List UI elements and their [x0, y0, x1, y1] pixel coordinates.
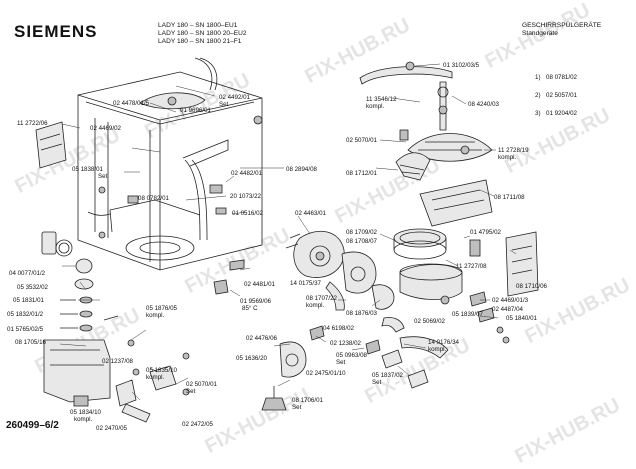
part-number-label: 08 1709/02: [346, 229, 377, 236]
part-number-label: 05 1840/01: [506, 315, 537, 322]
part-number-label: 05 1835/10: [146, 367, 177, 374]
part-number-label: 11 2727/08: [456, 263, 487, 270]
part-number-label: 05 1834/10: [70, 409, 101, 416]
part-number-label: 05 1839/07: [452, 311, 483, 318]
part-number-label: 08 1706/01: [292, 397, 323, 404]
part-number-label: 20 1073/22: [230, 193, 261, 200]
part-number-label: 14 0175/37: [290, 280, 321, 287]
category-subtitle: Standgeräte: [522, 30, 558, 37]
part-number-label: Set: [372, 379, 382, 386]
part-number-label: 08 2894/08: [286, 166, 317, 173]
part-number-label: 05 1832/01/2: [7, 311, 44, 318]
part-number-label: 11 2728/19: [498, 147, 529, 154]
part-number-label: 08 1711/08: [494, 194, 525, 201]
part-number-label: kompl.: [428, 346, 447, 353]
part-number-label: 04 6198/02: [323, 325, 354, 332]
part-number-label: 01 5765/02/5: [7, 326, 44, 333]
part-number-label: 02 5070/01: [186, 381, 217, 388]
part-number-label: 02 1237/08: [102, 358, 133, 365]
part-number-label: 05 1837/02: [372, 372, 403, 379]
part-number-label: 01 3102/03/5: [443, 62, 480, 69]
part-number-label: Set: [219, 101, 229, 108]
part-number-label: 08 0782/01: [138, 195, 169, 202]
part-number-label: Set: [336, 359, 346, 366]
model-line: LADY 180 – SN 1800–EU1: [158, 22, 238, 29]
part-number-label: 08 1710/06: [516, 283, 547, 290]
part-number-label: 08 4240/03: [468, 101, 499, 108]
part-number-label: 08 1712/01: [346, 170, 377, 177]
part-number-label: 02 4476/06: [246, 335, 277, 342]
brand-logo: SIEMENS: [14, 22, 98, 41]
part-number-label: 02 4463/01: [295, 210, 326, 217]
part-number-label: 05 1838/01: [72, 166, 103, 173]
part-number-label: 01 0516/02: [232, 210, 263, 217]
part-number-label: 05 1636/20: [236, 355, 267, 362]
note-part: 08 0781/02: [546, 74, 577, 81]
part-number-label: kompl.: [74, 416, 93, 423]
part-number-label: 02 4481/01: [244, 281, 275, 288]
model-line: LADY 180 – SN 1800 21–F1: [158, 38, 242, 45]
part-number-label: 02 5069/02: [414, 318, 445, 325]
note-label: 1): [535, 74, 541, 81]
model-line: LADY 180 – SN 1800 20–EU2: [158, 30, 247, 37]
document-number: 260499–6/2: [6, 420, 59, 431]
part-number-label: 02 4482/01: [231, 170, 262, 177]
exploded-view-drawing: [35, 57, 539, 423]
part-number-label: 02 2470/05: [96, 425, 127, 432]
upper-spray-assembly: [359, 61, 493, 227]
part-number-label: 02 4469/02: [90, 125, 121, 132]
part-number-label: 01 9696/01: [180, 107, 211, 114]
part-number-label: 08 1707/22: [306, 295, 337, 302]
part-number-label: 02 2475/01/10: [306, 370, 346, 377]
part-number-label: kompl.: [306, 302, 325, 309]
part-number-label: 02 4492/01: [219, 94, 250, 101]
dishwasher-tub: [35, 57, 263, 271]
pump-motor: [213, 230, 449, 411]
part-number-label: 01 4795/02: [470, 229, 501, 236]
part-number-label: kompl.: [146, 374, 165, 381]
note-part: 02 5057/01: [546, 92, 577, 99]
part-number-label: 04 0077/01/2: [9, 270, 46, 277]
part-number-label: 11 3546/12: [366, 96, 397, 103]
part-number-label: 08 1708/07: [346, 238, 377, 245]
part-number-label: Set: [186, 388, 196, 395]
part-number-label: Set: [98, 173, 108, 180]
leader-lines: [59, 63, 517, 401]
part-number-label: 02 4478/01/5: [113, 100, 150, 107]
part-number-label: 02 4487/04: [492, 306, 523, 313]
part-number-label: 02 2472/05: [182, 421, 213, 428]
part-number-label: 08 1876/03: [346, 310, 377, 317]
sump-assembly: [393, 228, 539, 344]
note-part: 01 9204/02: [546, 110, 577, 117]
part-number-label: kompl.: [498, 154, 517, 161]
part-number-label: 02 5070/01: [346, 137, 377, 144]
part-number-label: 08 1705/16: [15, 339, 46, 346]
part-number-label: kompl.: [146, 312, 165, 319]
note-label: 3): [535, 110, 541, 117]
part-number-label: 11 2722/06: [17, 120, 48, 127]
part-number-label: 05 0963/08: [336, 352, 367, 359]
note-label: 2): [535, 92, 541, 99]
part-number-label: 05 1831/01: [13, 297, 44, 304]
category-title: GESCHIRRSPÜLGERÄTE: [522, 22, 602, 29]
part-number-label: 05 3532/02: [17, 284, 48, 291]
part-number-label: 14 0176/34: [428, 339, 459, 346]
part-number-label: kompl.: [366, 103, 385, 110]
part-number-label: 02 4469/01/3: [492, 297, 529, 304]
part-number-label: 05 1876/05: [146, 305, 177, 312]
part-number-label: Set: [292, 404, 302, 411]
part-number-label: 85° C: [242, 305, 258, 312]
part-number-label: 01 9569/06: [240, 298, 271, 305]
part-number-label: 02 1238/02: [330, 340, 361, 347]
left-parts: [41, 231, 151, 423]
